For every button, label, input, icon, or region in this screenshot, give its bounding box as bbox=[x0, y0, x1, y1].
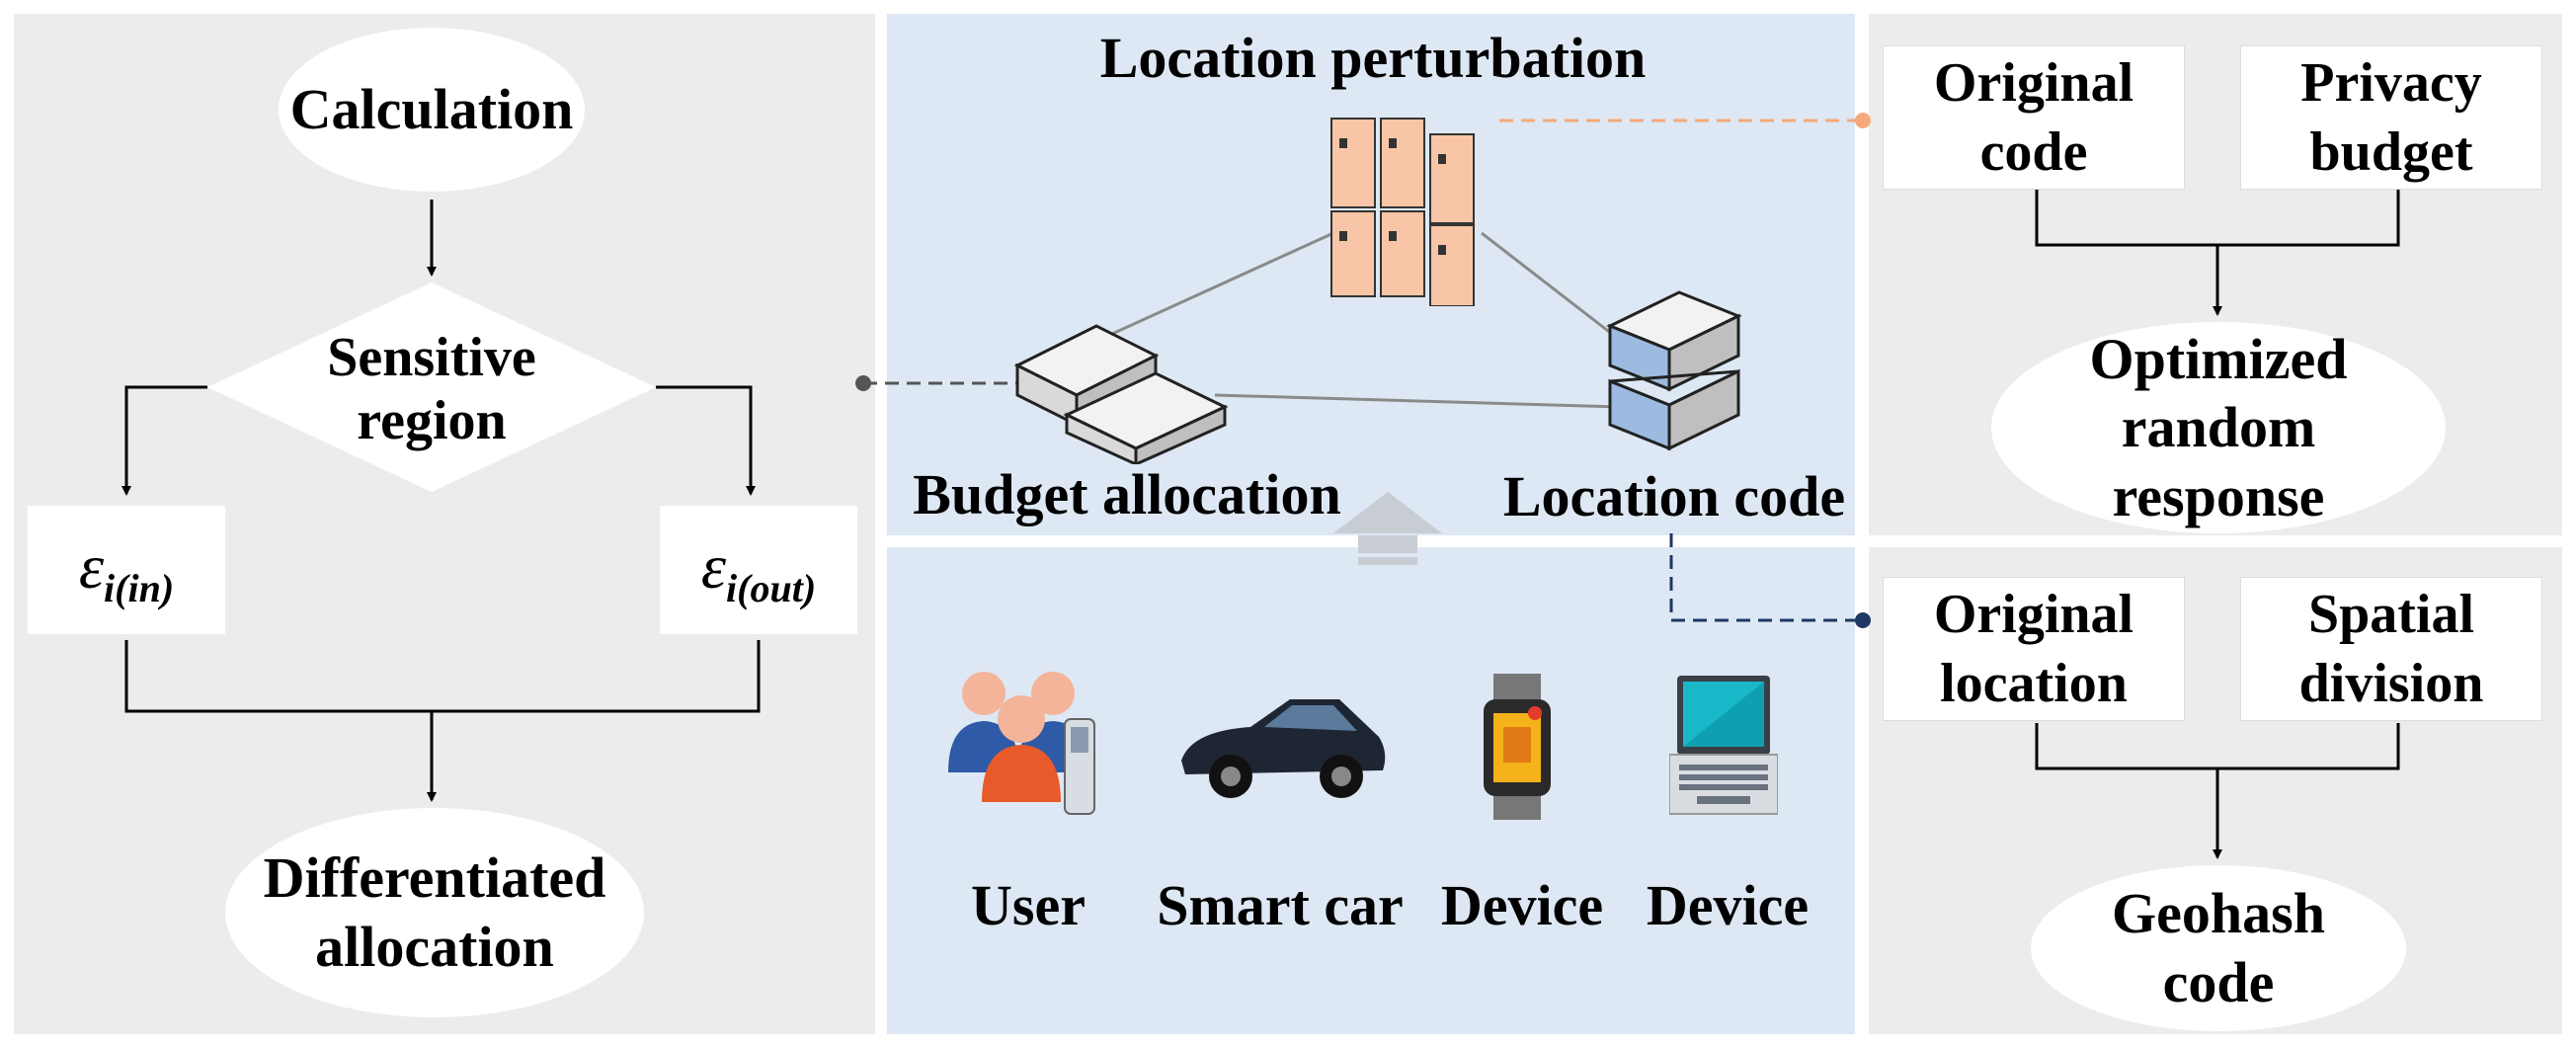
network-link-2 bbox=[1481, 231, 1631, 350]
spatial-division-box: Spatial division bbox=[2240, 577, 2542, 721]
sensitive-region-node: Sensitive region bbox=[207, 282, 656, 492]
dashed-to-right-bottom bbox=[1669, 533, 1863, 622]
eps-in-symbol: ε bbox=[78, 530, 105, 602]
network-link-3 bbox=[1214, 393, 1621, 409]
device-label-watch: Device bbox=[1440, 873, 1604, 937]
server-cluster-icon bbox=[1330, 118, 1475, 306]
original-code-box: Original code bbox=[1883, 45, 2185, 190]
location-code-server-icon bbox=[1606, 290, 1742, 451]
dot-left bbox=[855, 375, 871, 391]
eps-out-box: εi(out) bbox=[660, 506, 857, 634]
eps-out-symbol: ε bbox=[700, 530, 727, 602]
privacy-budget-box: Privacy budget bbox=[2240, 45, 2542, 190]
line-eps-in-down bbox=[124, 640, 761, 713]
budget-server-icon bbox=[1013, 324, 1229, 464]
budget-allocation-label: Budget allocation bbox=[913, 462, 1341, 526]
location-code-label: Location code bbox=[1502, 464, 1846, 528]
differentiated-allocation-node: Differentiated allocation bbox=[225, 808, 644, 1017]
dot-right-bottom bbox=[1855, 612, 1871, 628]
sensitive-region-label: Sensitive region bbox=[327, 327, 536, 452]
device-label-user: User bbox=[971, 873, 1086, 937]
dot-right-top bbox=[1855, 113, 1871, 128]
location-perturbation-label: Location perturbation bbox=[1099, 26, 1647, 90]
arrow-to-eps-in bbox=[121, 385, 207, 496]
line-orig-code bbox=[2035, 190, 2400, 247]
eps-in-subscript: i(in) bbox=[104, 565, 175, 610]
car-icon bbox=[1181, 699, 1386, 798]
original-location-box: Original location bbox=[1883, 577, 2185, 721]
calculation-node: Calculation bbox=[279, 28, 585, 192]
optimized-random-response-node: Optimized random response bbox=[1991, 322, 2446, 533]
eps-in-box: εi(in) bbox=[28, 506, 225, 634]
arrow-to-eps-out bbox=[656, 385, 756, 496]
up-arrow bbox=[1333, 492, 1442, 565]
smartwatch-icon bbox=[1484, 674, 1551, 820]
geohash-code-node: Geohash code bbox=[2031, 865, 2406, 1031]
line-orig-location bbox=[2035, 723, 2400, 770]
laptop-icon bbox=[1669, 676, 1778, 815]
device-label-car: Smart car bbox=[1157, 873, 1404, 937]
eps-out-subscript: i(out) bbox=[726, 565, 817, 610]
users-icon bbox=[948, 672, 1095, 815]
device-label-laptop: Device bbox=[1646, 873, 1810, 937]
